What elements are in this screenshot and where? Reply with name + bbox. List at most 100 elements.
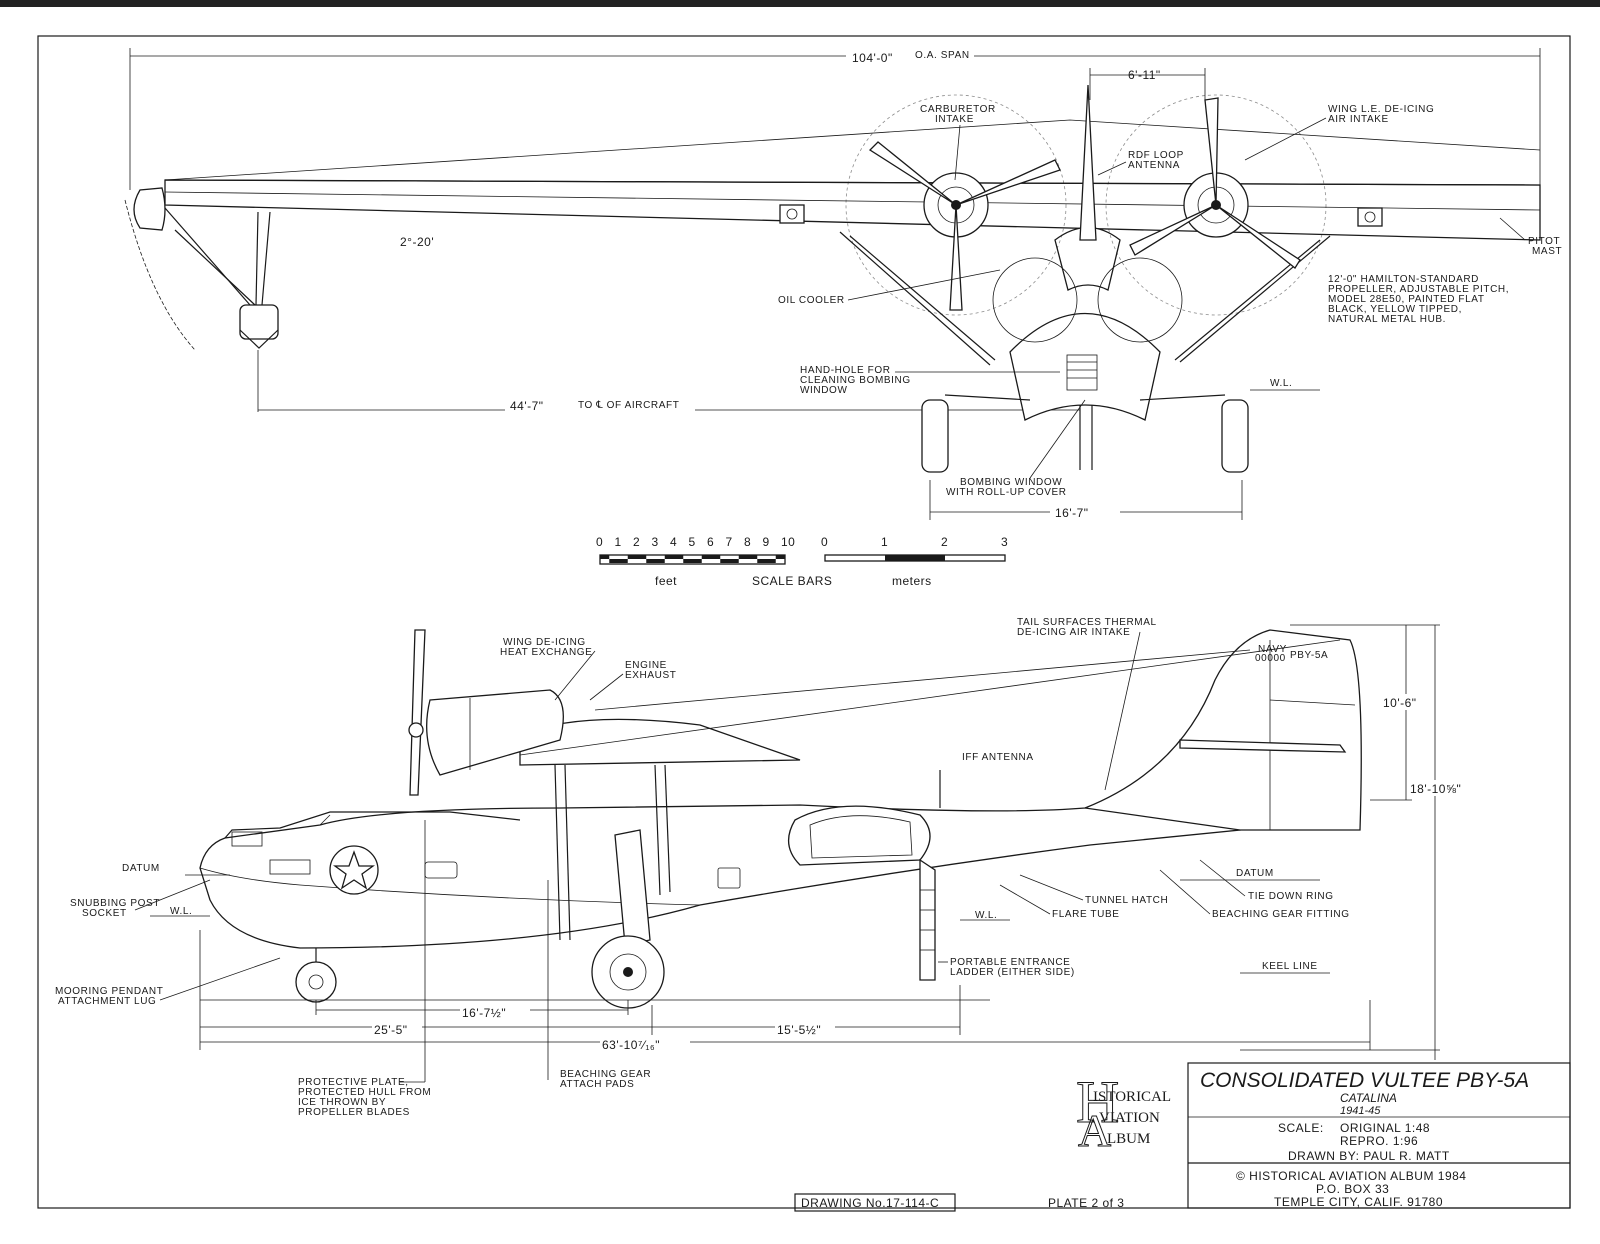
oil-cooler-label: OIL COOLER xyxy=(778,295,845,306)
length-dimension-2: 16'-7½" xyxy=(462,1006,506,1020)
protective-plate-label-2: PROTECTED HULL FROM xyxy=(298,1087,431,1098)
engine-spacing-dimension: 6'-11" xyxy=(1128,68,1161,82)
wing-deicing-label-1: WING DE-ICING xyxy=(503,637,586,648)
scale-check xyxy=(683,559,693,563)
tail-height-dimension: 10'-6" xyxy=(1383,696,1417,710)
rdf-antenna-label-2: ANTENNA xyxy=(1128,160,1180,171)
tail-type-marking: PBY-5A xyxy=(1290,650,1328,661)
bombing-window-label-2: WITH ROLL-UP COVER xyxy=(946,487,1067,498)
feet-tick-label: 9 xyxy=(763,535,770,549)
beaching-pads-label-2: ATTACH PADS xyxy=(560,1079,634,1090)
carburetor-intake-label-2: INTAKE xyxy=(935,114,974,125)
copyright: © HISTORICAL AVIATION ALBUM 1984 xyxy=(1236,1169,1466,1183)
scale-bars-caption: SCALE BARS xyxy=(752,574,832,588)
aircraft-name: CATALINA xyxy=(1340,1091,1397,1105)
half-span-note: TO ℄ OF AIRCRAFT xyxy=(578,400,679,411)
mooring-lug-label-2: ATTACHMENT LUG xyxy=(58,996,156,1007)
scale-check xyxy=(637,555,647,559)
feet-tick-label: 6 xyxy=(707,535,714,549)
datum-label-left: DATUM xyxy=(122,863,160,874)
keel-line-label: KEEL LINE xyxy=(1262,961,1318,972)
meter-tick-label: 0 xyxy=(821,535,828,549)
overall-height-dimension: 18'-10⅝" xyxy=(1410,782,1461,796)
scale-check xyxy=(729,559,739,563)
span-note: O.A. SPAN xyxy=(915,50,970,61)
propeller-note-1: 12'-0" HAMILTON-STANDARD xyxy=(1328,274,1479,285)
dihedral-angle: 2°-20' xyxy=(400,235,434,249)
wing-deicing-intake-label-2: AIR INTAKE xyxy=(1328,114,1389,125)
ladder-label-2: LADDER (EITHER SIDE) xyxy=(950,967,1075,978)
scale-check xyxy=(664,555,674,559)
wl-label-right: W.L. xyxy=(975,910,997,921)
tail-deicing-label-1: TAIL SURFACES THERMAL xyxy=(1017,617,1157,628)
half-span-dimension: 44'-7" xyxy=(510,399,544,413)
meters-label: meters xyxy=(892,574,932,588)
feet-label: feet xyxy=(655,574,677,588)
address: TEMPLE CITY, CALIF. 91780 xyxy=(1274,1195,1443,1209)
scale-check xyxy=(757,559,767,563)
propeller-note-3: MODEL 28E50, PAINTED FLAT xyxy=(1328,294,1485,305)
meter-tick-label: 2 xyxy=(941,535,948,549)
drawn-by: DRAWN BY: PAUL R. MATT xyxy=(1288,1149,1450,1163)
scale-check xyxy=(618,559,628,563)
feet-tick-label: 4 xyxy=(670,535,677,549)
po-box: P.O. BOX 33 xyxy=(1316,1182,1389,1196)
datum-label-right: DATUM xyxy=(1236,868,1274,879)
scale-check xyxy=(766,559,776,563)
meter-tick-label: 3 xyxy=(1001,535,1008,549)
front-wl-label: W.L. xyxy=(1270,378,1292,389)
svg-text:ISTORICAL: ISTORICAL xyxy=(1093,1089,1171,1105)
pitot-mast-label-2: MAST xyxy=(1532,246,1562,257)
iff-antenna-label: IFF ANTENNA xyxy=(962,752,1034,763)
svg-text:H: H xyxy=(1076,1069,1119,1135)
length-dimension-3: 15'-5½" xyxy=(777,1023,821,1037)
engine-exhaust-label-2: EXHAUST xyxy=(625,670,676,681)
scale-check xyxy=(701,555,711,559)
front-view: 104'-0" O.A. SPAN 6'-11" 2°-20' 44'-7" T… xyxy=(124,48,1562,520)
scale-original: ORIGINAL 1:48 xyxy=(1340,1121,1430,1135)
pitot-mast-label-1: PITOT xyxy=(1528,236,1560,247)
meter-tick-label: 1 xyxy=(881,535,888,549)
hand-hole-label-3: WINDOW xyxy=(800,385,847,396)
feet-tick-label: 8 xyxy=(744,535,751,549)
side-view: NAVY 00000 PBY-5A xyxy=(55,617,1468,1118)
scale-check xyxy=(738,555,748,559)
aircraft-years: 1941-45 xyxy=(1340,1105,1381,1117)
protective-plate-label-4: PROPELLER BLADES xyxy=(298,1107,410,1118)
svg-text:VIATION: VIATION xyxy=(1099,1110,1160,1126)
svg-text:LBUM: LBUM xyxy=(1107,1131,1150,1147)
carburetor-intake-label-1: CARBURETOR xyxy=(920,104,996,115)
scale-check xyxy=(600,555,610,559)
snubbing-post-label-2: SOCKET xyxy=(82,908,127,919)
bombing-window-label-1: BOMBING WINDOW xyxy=(960,477,1062,488)
span-dimension: 104'-0" xyxy=(852,51,893,65)
length-dimension-1: 25'-5" xyxy=(374,1023,408,1037)
hand-hole-label-2: CLEANING BOMBING xyxy=(800,375,911,386)
feet-tick-label: 7 xyxy=(726,535,733,549)
scale-check xyxy=(711,555,721,559)
wl-label-left: W.L. xyxy=(170,906,192,917)
mooring-lug-label-1: MOORING PENDANT xyxy=(55,986,163,997)
tail-serial-marking: 00000 xyxy=(1255,653,1286,664)
drawing-number-box xyxy=(794,1193,956,1212)
propeller-note-5: NATURAL METAL HUB. xyxy=(1328,314,1446,325)
feet-tick-label: 3 xyxy=(652,535,659,549)
beaching-pads-label-1: BEACHING GEAR xyxy=(560,1069,651,1080)
propeller-note-4: BLACK, YELLOW TIPPED, xyxy=(1328,304,1462,315)
historical-aviation-album-logo: H A ISTORICAL VIATION LBUM xyxy=(1076,1069,1172,1157)
ladder-label-1: PORTABLE ENTRANCE xyxy=(950,957,1070,968)
scale-repro: REPRO. 1:96 xyxy=(1340,1134,1418,1148)
rdf-antenna-label-1: RDF LOOP xyxy=(1128,150,1184,161)
length-dimension-total: 63'-10⁷⁄₁₆" xyxy=(602,1038,660,1052)
hand-hole-label-1: HAND-HOLE FOR xyxy=(800,365,891,376)
tail-deicing-label-2: DE-ICING AIR INTAKE xyxy=(1017,627,1130,638)
scale-check xyxy=(627,555,637,559)
beaching-gear-fitting-label: BEACHING GEAR FITTING xyxy=(1212,909,1350,920)
scale-check xyxy=(692,559,702,563)
scale-check xyxy=(674,555,684,559)
scale-check xyxy=(748,555,758,559)
sheet-border xyxy=(37,35,1571,1209)
scale-check xyxy=(655,559,665,563)
